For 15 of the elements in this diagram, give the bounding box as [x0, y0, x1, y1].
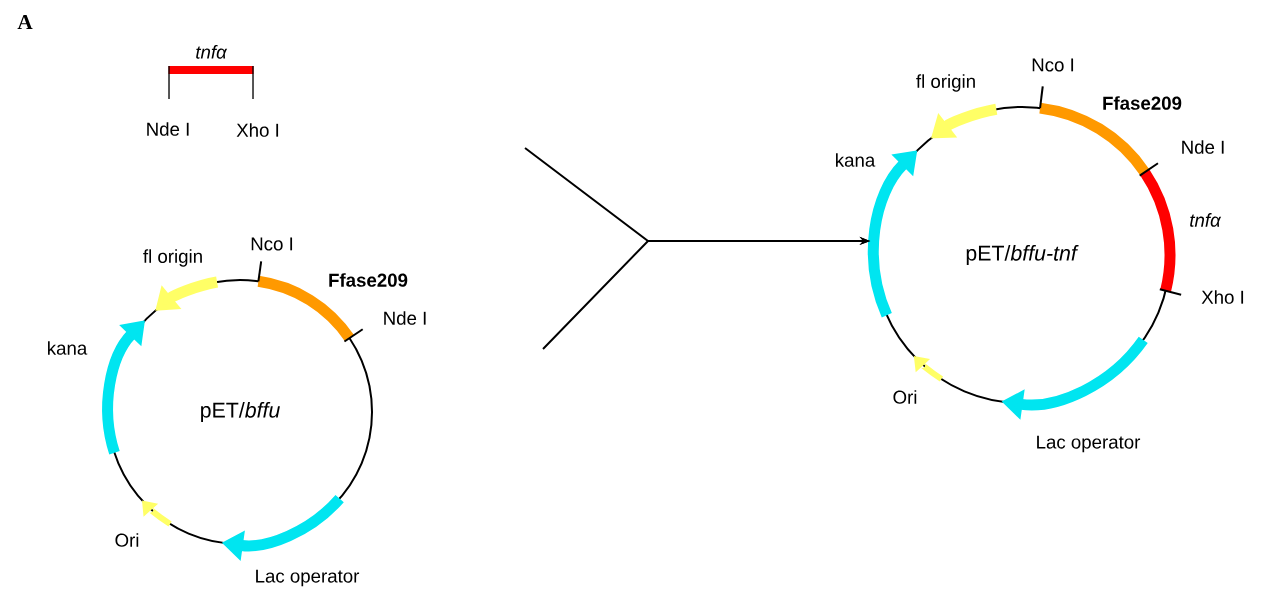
feature-label: Xho I [1201, 290, 1244, 304]
feature-label: Nde I [147, 122, 189, 136]
gene-fragment: tnfα [168, 45, 254, 74]
feature-label: Nco I [251, 237, 293, 251]
feature-label: Ori [115, 533, 139, 547]
feature-label: kana [836, 153, 876, 167]
feature-label: Ori [893, 390, 917, 404]
feature-label: Xho I [236, 123, 279, 137]
feature-label: tnfα [1190, 213, 1222, 227]
feature-label: Nco I [1032, 58, 1074, 72]
feature-label: Lac operator [1037, 435, 1141, 453]
feature-label: kana [48, 341, 88, 355]
panel-letter: A [17, 14, 33, 30]
feature-label: Lac operator [256, 569, 360, 587]
node-label: tnfα [196, 45, 228, 59]
